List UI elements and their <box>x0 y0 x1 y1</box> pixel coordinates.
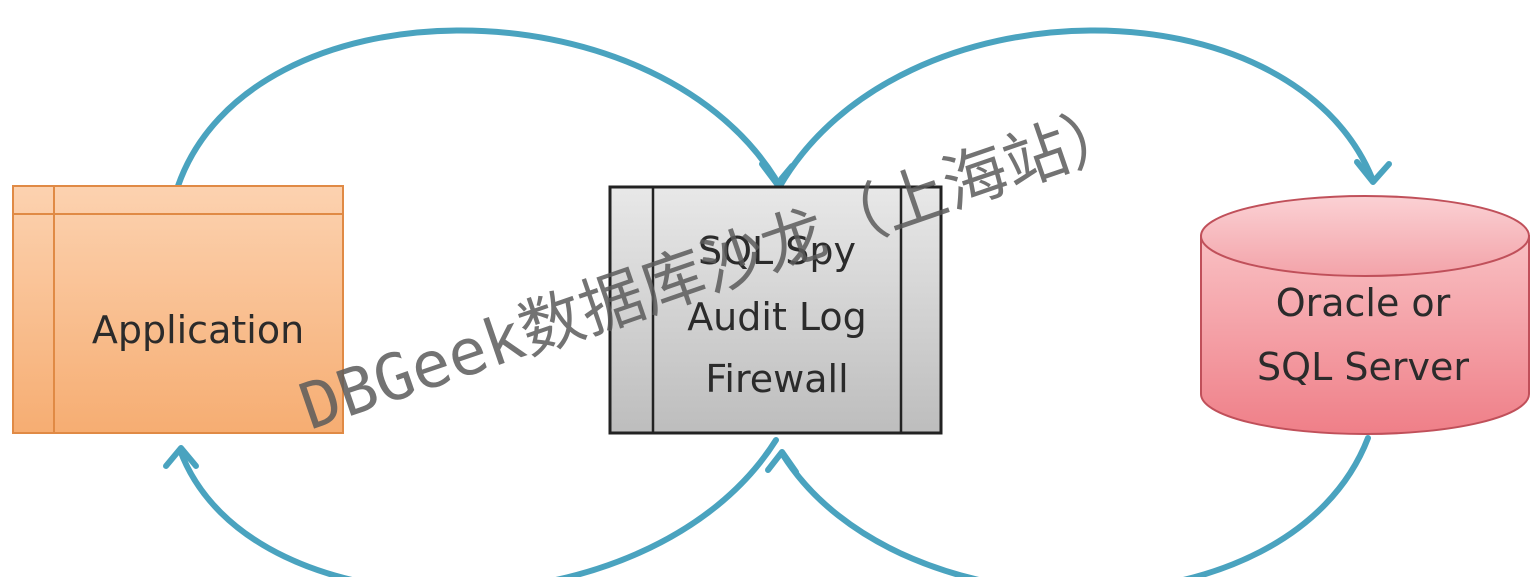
database-cylinder-top <box>1200 195 1530 277</box>
application-box <box>12 185 344 434</box>
database-label-line-2: SQL Server <box>1257 345 1469 389</box>
arrow-firewall-to-database <box>777 27 1375 189</box>
firewall-node: SQL Spy Audit Log Firewall <box>608 185 943 435</box>
database-node: Oracle or SQL Server <box>1200 195 1530 435</box>
firewall-label-line-2: Audit Log <box>687 295 867 339</box>
database-cylinder-body <box>1200 235 1530 435</box>
application-node: Application <box>12 185 344 434</box>
arrowhead-firewall-top-icon <box>759 161 795 187</box>
arrowhead-app-bottom-icon <box>163 445 199 469</box>
firewall-label-line-3: Firewall <box>705 357 848 401</box>
arrow-database-to-firewall <box>780 435 1371 577</box>
arrowhead-firewall-bottom-icon <box>765 449 799 475</box>
arrow-firewall-to-app <box>177 437 779 577</box>
database-label-line-1: Oracle or <box>1276 281 1451 325</box>
flow-arrows <box>175 27 1375 577</box>
arrowhead-database-top-icon <box>1354 159 1392 185</box>
arrow-app-to-firewall <box>175 27 778 189</box>
arrowheads <box>163 159 1392 475</box>
firewall-box <box>608 185 943 435</box>
firewall-label-line-1: SQL Spy <box>698 229 856 273</box>
application-label: Application <box>92 308 304 352</box>
